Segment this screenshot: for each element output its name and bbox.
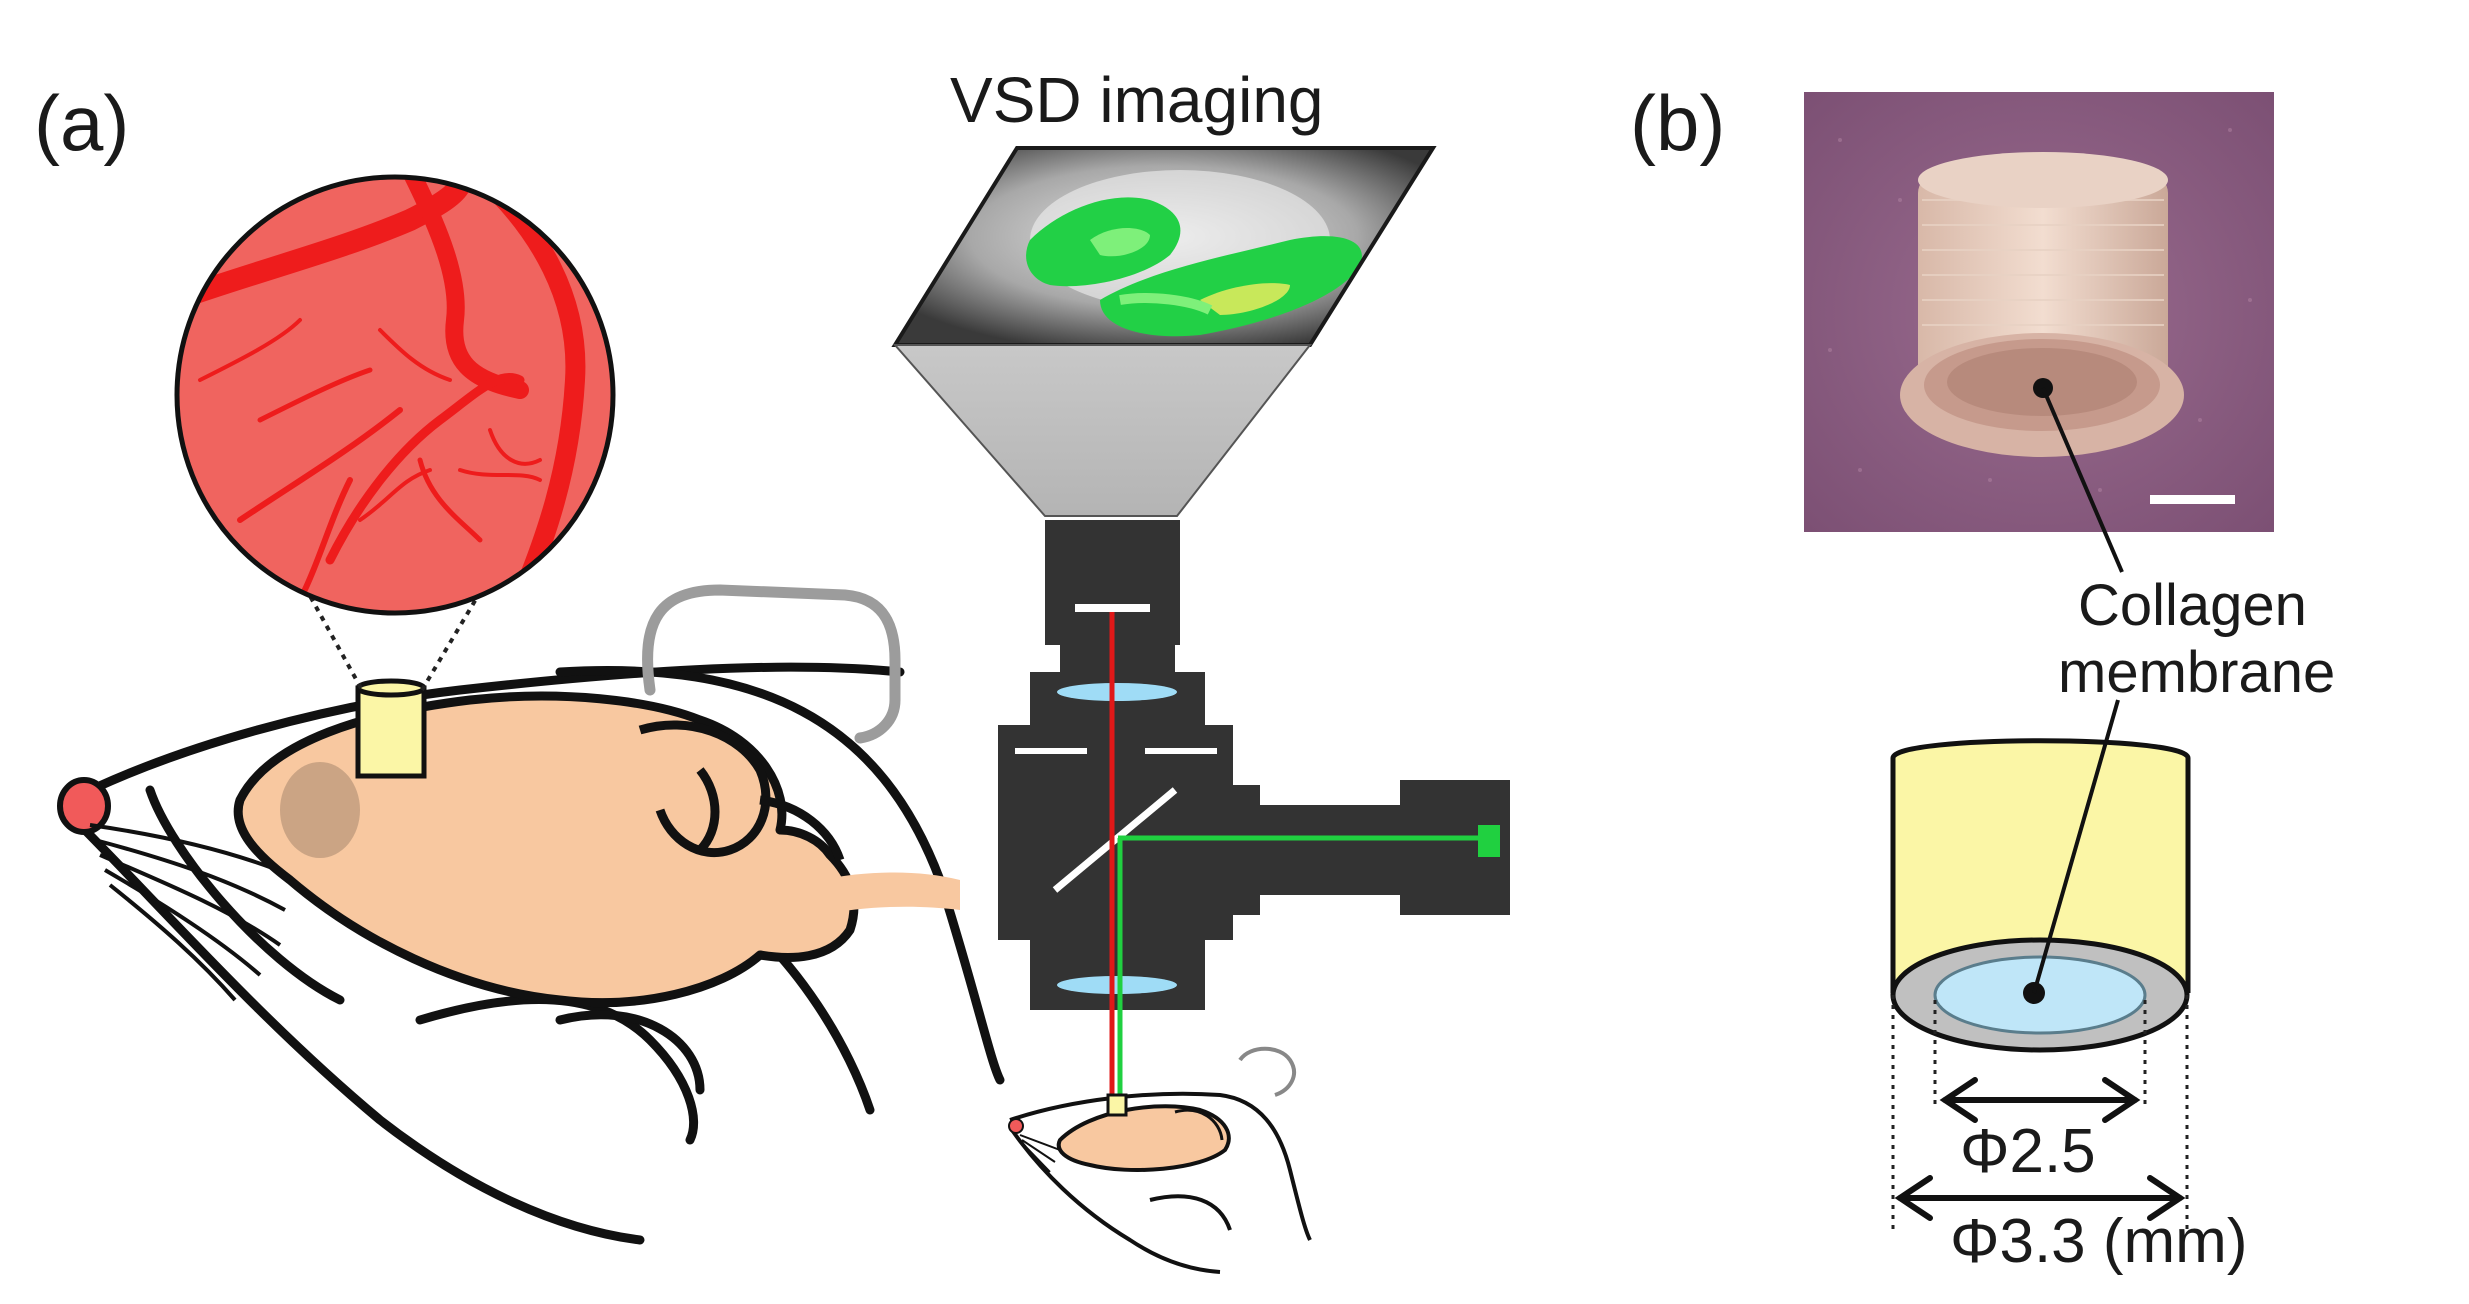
rat-nose (60, 780, 108, 832)
vessel-magnifier (175, 170, 613, 613)
lens-upper (1057, 683, 1177, 701)
rat-small (1009, 1049, 1310, 1272)
panel-label-b: (b) (1630, 79, 1725, 167)
scale-bar (2150, 495, 2235, 504)
inner-diameter-label: Φ2.5 (1960, 1117, 2096, 1186)
vsd-imaging-title: VSD imaging (950, 64, 1324, 136)
funnel (895, 345, 1310, 516)
brainstem (820, 873, 960, 916)
brain-large (238, 696, 854, 1002)
panel-label-a: (a) (34, 79, 129, 167)
microscope (998, 520, 1510, 1110)
outer-diameter-label: Φ3.3 (mm) (1950, 1207, 2247, 1276)
chamber-photo (1804, 92, 2274, 532)
chamber-cylinder-small (358, 688, 424, 776)
light-source (1478, 825, 1500, 857)
inner-diameter-arrow (1945, 1080, 2135, 1120)
collagen-membrane-label-line1: Collagen (2078, 573, 2307, 638)
vsd-image (895, 148, 1433, 345)
collagen-membrane-label-line2: membrane (2058, 640, 2335, 705)
lens-lower (1057, 976, 1177, 994)
